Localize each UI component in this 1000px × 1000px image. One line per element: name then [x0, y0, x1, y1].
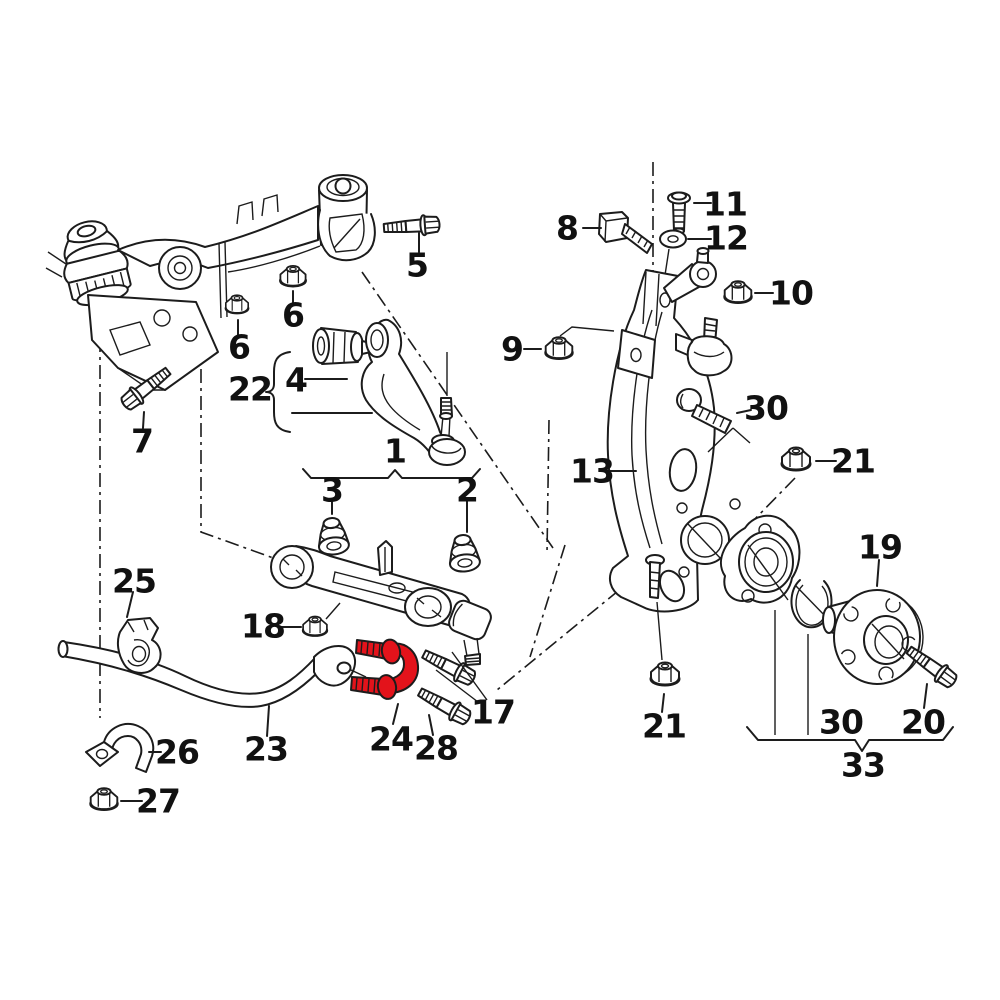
nut-18	[301, 615, 329, 637]
bolt-11	[667, 191, 691, 235]
bushing-2	[446, 532, 482, 574]
stabilizer-link-24-highlighted	[350, 638, 420, 725]
nut-6-left	[224, 294, 250, 315]
bolt-30-upper	[676, 388, 732, 434]
leader-lines	[142, 202, 954, 752]
clamp-26	[85, 723, 155, 773]
subframe-assembly	[45, 174, 376, 391]
bushing-3	[315, 515, 351, 557]
circlip	[790, 579, 833, 629]
nut-9	[544, 336, 574, 360]
nut-27	[89, 787, 119, 811]
washer-12	[659, 229, 687, 249]
nut-21-upper	[780, 446, 812, 472]
nut-10	[723, 280, 753, 304]
bushing-25	[116, 617, 162, 674]
bolt-5	[382, 213, 442, 239]
upper-control-arm	[360, 318, 466, 466]
bolt-28	[414, 682, 475, 729]
wheel-hub-19	[822, 589, 924, 685]
stabilizer-group	[57, 591, 367, 811]
wheel-bearing-unit	[720, 514, 801, 604]
bolt-17	[418, 644, 480, 690]
knuckle-group	[606, 247, 758, 661]
lower-arm-group	[270, 468, 492, 666]
bolt-8	[598, 211, 653, 254]
upper-arm-group	[265, 318, 466, 466]
lower-control-arm	[270, 540, 492, 666]
nut-21-lower	[649, 661, 681, 687]
nut-6-right	[279, 264, 307, 288]
bracket-33	[746, 726, 954, 752]
